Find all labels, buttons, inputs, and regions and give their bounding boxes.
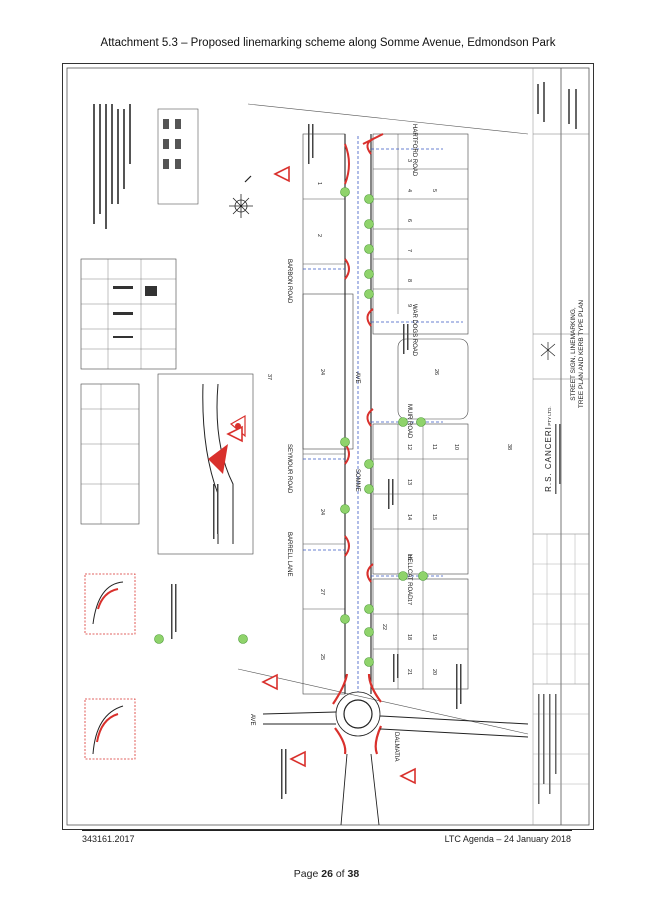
- title-block: STREET SIGN, LINEMARKING, TREE PLAN AND …: [533, 82, 589, 804]
- tree-icon: [364, 657, 374, 667]
- lot-number: 4: [406, 189, 412, 192]
- footer-divider: [82, 830, 572, 831]
- tree-icon: [364, 244, 374, 254]
- lot-number: 21: [406, 669, 412, 675]
- drawing-title-line2: TREE PLAN AND KERB TYPE PLAN: [578, 300, 585, 409]
- lot-number: 5: [431, 189, 437, 192]
- lot-number: 20: [431, 669, 437, 675]
- lot-number: 11: [431, 444, 437, 450]
- tree-icon: [340, 614, 350, 624]
- road-label-ave-2: AVE: [249, 714, 255, 726]
- page-prefix: Page: [293, 868, 322, 880]
- drawing-sheet: STREET SIGN, LINEMARKING, TREE PLAN AND …: [62, 63, 594, 830]
- lot-number: 19: [431, 634, 437, 640]
- give-way-sign-icon: [289, 750, 306, 768]
- linemarking-plan-drawing: STREET SIGN, LINEMARKING, TREE PLAN AND …: [66, 67, 590, 826]
- lot-number: 15: [431, 514, 437, 520]
- lot-number: 22: [381, 624, 387, 630]
- general-notes-block: [93, 104, 199, 229]
- road-label-war-dogs: WAR DOGS ROAD: [411, 304, 417, 357]
- tree-icon: [364, 604, 374, 614]
- give-way-signs: [226, 165, 416, 785]
- tree-icon: [364, 269, 374, 279]
- page-header-title: Attachment 5.3 – Proposed linemarking sc…: [100, 37, 556, 49]
- lot-number: 16: [406, 554, 412, 560]
- tree-icon: [340, 187, 350, 197]
- lot-number: 25: [319, 654, 325, 660]
- road-label-barrell: BARRELL LANE: [286, 532, 292, 576]
- lot-number: 14: [406, 514, 412, 520]
- company-logo-icon: [540, 342, 556, 360]
- give-way-sign-icon: [399, 767, 416, 785]
- tree-icon: [364, 459, 374, 469]
- road-label-dalmatia: DALMATIA: [393, 732, 399, 762]
- tree-icon: [364, 194, 374, 204]
- lot-number: 13: [406, 479, 412, 485]
- lot-number: 18: [406, 634, 412, 640]
- road-label-somme: SOMME: [354, 469, 360, 492]
- lot-number: 10: [453, 444, 459, 450]
- lot-number: 37: [266, 374, 272, 380]
- tree-icon: [340, 504, 350, 514]
- line-marking-legend-table: [80, 258, 177, 370]
- road-label-muir: MUIR ROAD: [406, 404, 412, 439]
- tree-icon: [364, 219, 374, 229]
- drawing-title-line1: STREET SIGN, LINEMARKING,: [570, 307, 577, 401]
- lot-number: 26: [433, 369, 439, 375]
- street-plan: [237, 103, 529, 826]
- page-number: Page 26 of 38: [0, 868, 653, 880]
- lot-number: 9: [406, 304, 412, 307]
- tree-icon: [364, 627, 374, 637]
- page-current: 26: [321, 868, 333, 880]
- lot-number: 6: [406, 219, 412, 222]
- company-suffix: PTY LTD.: [547, 406, 552, 425]
- road-label-seymour: SEYMOUR ROAD: [286, 444, 292, 494]
- lot-number: 24: [319, 509, 325, 515]
- give-way-sign-icon: [261, 673, 278, 691]
- tree-icon: [398, 417, 408, 427]
- road-label-ave: AVE: [354, 372, 360, 384]
- company-name: R.S. CANCERI: [544, 426, 553, 492]
- road-label-barbon: BARBON ROAD: [286, 259, 292, 304]
- tree-icon: [398, 571, 408, 581]
- inset-detail-kerb-2: [84, 698, 136, 760]
- lot-number: 7: [406, 249, 412, 252]
- give-way-sign-icon: [226, 425, 243, 443]
- tree-icon: [364, 484, 374, 494]
- footer-agenda: LTC Agenda – 24 January 2018: [444, 834, 571, 844]
- lot-number: 8: [406, 279, 412, 282]
- lot-number: 12: [406, 444, 412, 450]
- tree-icon: [364, 289, 374, 299]
- tree-icon: [154, 634, 164, 644]
- lot-number: 24: [319, 369, 325, 375]
- lot-number: 38: [506, 444, 512, 450]
- street-trees: [154, 187, 428, 667]
- lot-number: 2: [316, 234, 322, 237]
- north-arrow-icon: [229, 175, 253, 218]
- lot-number: 17: [406, 599, 412, 605]
- tree-icon: [418, 571, 428, 581]
- road-label-hellcat: HELLCAT ROAD: [406, 554, 412, 600]
- give-way-sign-icon: [273, 165, 290, 183]
- tree-icon: [416, 417, 426, 427]
- footer-reference: 343161.2017: [82, 834, 135, 844]
- page-total: 38: [347, 868, 360, 880]
- inset-detail-intersection: [157, 373, 254, 555]
- lot-number: 1: [316, 182, 322, 185]
- inset-detail-kerb-1: [84, 573, 136, 635]
- lot-number: 27: [319, 589, 325, 595]
- road-label-hartford: HARTFORD ROAD: [411, 124, 417, 177]
- tree-icon: [238, 634, 248, 644]
- lot-number: 3: [406, 159, 412, 162]
- tree-icon: [340, 437, 350, 447]
- page-sep: of: [332, 868, 348, 880]
- sign-legend-table: [80, 383, 140, 525]
